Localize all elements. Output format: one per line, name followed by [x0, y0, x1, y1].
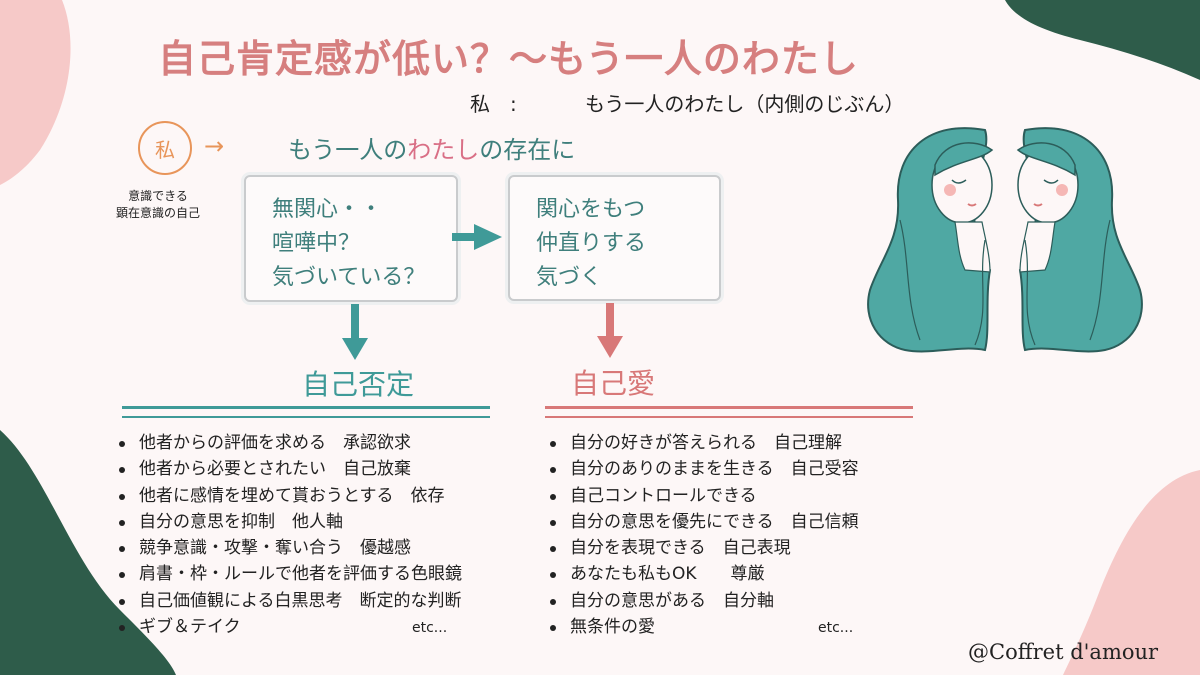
list-item: 競争意識・攻撃・奪い合う 優越感	[117, 535, 462, 561]
self-circle: 私	[138, 121, 192, 175]
page-title: 自己肯定感が低い？〜もう一人のわたし	[158, 37, 859, 81]
existence-highlight: わたし	[407, 136, 480, 164]
credit-text: @Coffret d'amour	[968, 640, 1159, 664]
self-love-rule	[545, 406, 913, 409]
self-denial-rule	[122, 406, 490, 409]
list-item: 自分の意思を抑制 他人軸	[117, 509, 462, 535]
box-goal-line: 仲直りする	[536, 231, 647, 256]
list-item-last: 無条件の愛 etc...	[548, 614, 859, 640]
existence-after: の存在に	[479, 136, 576, 164]
etc-label: etc...	[412, 620, 448, 637]
list-item: 自己価値観による白黒思考 断定的な判断	[117, 588, 462, 614]
list-item: 自分を表現できる 自己表現	[548, 535, 859, 561]
self-denial-list: 他者からの評価を求める 承認欲求 他者から必要とされたい 自己放棄 他者に感情を…	[117, 430, 462, 640]
subtitle-other-self-label: もう一人のわたし（内側のじぶん）	[585, 92, 905, 116]
existence-before: もう一人の	[288, 136, 408, 164]
state-box-goal: 関心をもつ 仲直りする 気づく	[508, 175, 721, 301]
existence-heading: もう一人のわたしの存在に	[288, 130, 575, 165]
list-item: 自分のありのままを生きる 自己受容	[548, 456, 859, 482]
box-goal-line: 気づく	[536, 265, 603, 290]
conscious-self-note-line2: 顕在意識の自己	[116, 206, 201, 220]
blob-bottom-left-green	[0, 430, 176, 675]
right-arrow-icon: →	[204, 132, 225, 160]
list-item: 他者に感情を埋めて貰おうとする 依存	[117, 483, 462, 509]
list-item: 自分の意思を優先にできる 自己信頼	[548, 509, 859, 535]
self-love-heading: 自己愛	[571, 367, 656, 400]
list-item: あなたも私もOK 尊厳	[548, 561, 859, 587]
box-current-line: 喧嘩中？	[272, 231, 361, 256]
subtitle-self-label: 私 :	[470, 92, 517, 116]
list-item: 他者からの評価を求める 承認欲求	[117, 430, 462, 456]
list-item: 自分の意思がある 自分軸	[548, 588, 859, 614]
conscious-self-note-line1: 意識できる	[128, 189, 188, 203]
list-item-last: ギブ＆テイク etc...	[117, 614, 462, 640]
blob-top-left-pink	[0, 0, 71, 185]
etc-label: etc...	[818, 620, 854, 637]
box-current-line: 気づいている？	[272, 265, 426, 290]
self-denial-rule	[122, 416, 490, 418]
self-denial-heading: 自己否定	[302, 368, 415, 401]
state-box-current: 無関心・・ 喧嘩中？ 気づいている？	[244, 175, 458, 302]
list-item-text: ギブ＆テイク	[139, 617, 241, 638]
box-goal-line: 関心をもつ	[536, 197, 646, 222]
self-love-rule	[545, 416, 913, 418]
self-love-list: 自分の好きが答えられる 自己理解 自分のありのままを生きる 自己受容 自己コント…	[548, 430, 859, 640]
list-item-text: 無条件の愛	[570, 617, 655, 638]
box-current-line: 無関心・・	[272, 197, 383, 222]
list-item: 他者から必要とされたい 自己放棄	[117, 456, 462, 482]
blob-bottom-right-pink	[1063, 470, 1200, 675]
list-item: 自分の好きが答えられる 自己理解	[548, 430, 859, 456]
conscious-self-note: 意識できる 顕在意識の自己	[116, 188, 200, 222]
list-item: 自己コントロールできる	[548, 483, 859, 509]
list-item: 肩書・枠・ルールで他者を評価する色眼鏡	[117, 561, 462, 587]
blob-top-right-green	[1005, 0, 1200, 80]
